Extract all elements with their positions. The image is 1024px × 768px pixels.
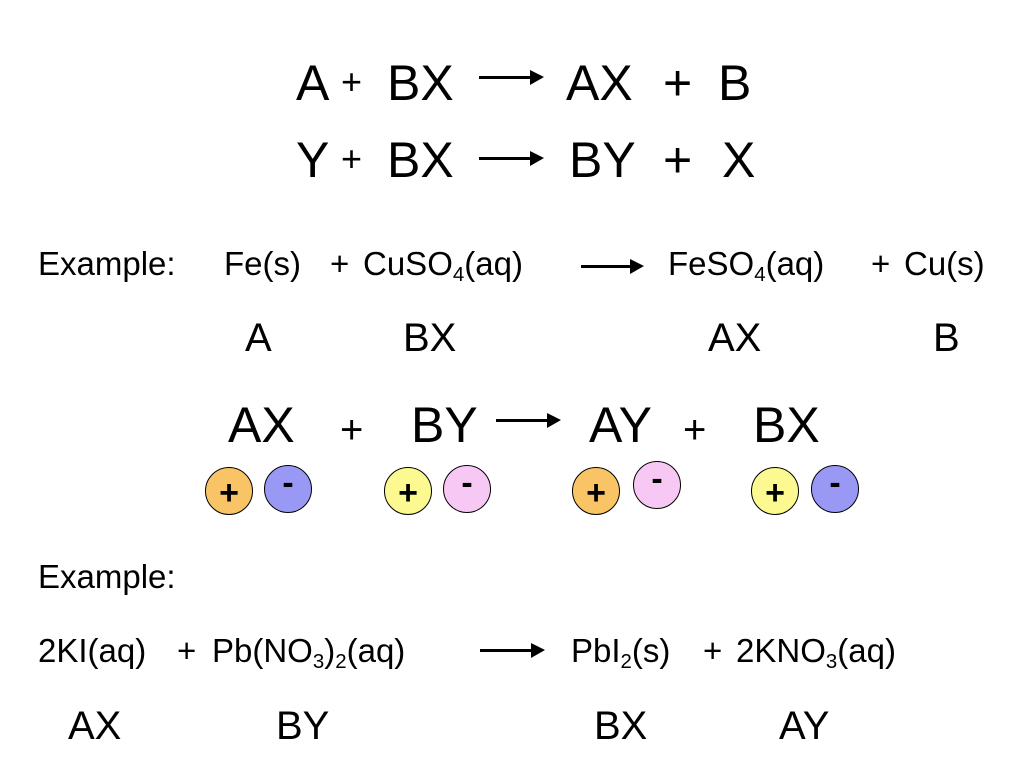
label-AX: AX bbox=[68, 704, 122, 748]
reaction-arrow bbox=[581, 259, 644, 274]
term-AX: AX bbox=[228, 397, 295, 453]
plus-sign: + bbox=[871, 245, 891, 282]
plus-sign: + bbox=[341, 138, 363, 179]
product-feso4: FeSO4(aq) bbox=[668, 245, 825, 287]
plus-sign: + bbox=[330, 245, 350, 282]
term-BY: BY bbox=[569, 132, 636, 188]
cation-B-circle: + bbox=[384, 467, 432, 515]
label-BY: BY bbox=[276, 704, 330, 748]
plus-sign: + bbox=[683, 408, 707, 452]
reaction-arrow bbox=[479, 151, 544, 166]
product-kno3: 2KNO3(aq) bbox=[736, 632, 896, 674]
label-BX: BX bbox=[594, 704, 648, 748]
reaction-arrow bbox=[479, 70, 544, 85]
term-X: X bbox=[722, 132, 756, 188]
anion-Y-circle: - bbox=[443, 464, 491, 513]
reactant-ki: 2KI(aq) bbox=[38, 632, 147, 669]
term-BX: BX bbox=[753, 397, 820, 453]
cation-A-circle: + bbox=[572, 467, 620, 515]
reactant-fe: Fe(s) bbox=[224, 245, 301, 282]
term-BX: BX bbox=[387, 55, 454, 111]
term-AY: AY bbox=[589, 397, 652, 453]
example-label: Example: bbox=[38, 558, 176, 595]
reaction-arrow bbox=[480, 643, 545, 658]
plus-sign: + bbox=[341, 61, 363, 102]
label-BX: BX bbox=[403, 316, 457, 360]
plus-sign: + bbox=[177, 632, 197, 669]
product-cu: Cu(s) bbox=[904, 245, 985, 282]
term-AX: AX bbox=[566, 55, 633, 111]
anion-X-circle: - bbox=[811, 464, 859, 513]
reactant-cuso4: CuSO4(aq) bbox=[363, 245, 523, 287]
anion-X-circle: - bbox=[264, 464, 312, 513]
term-Y: Y bbox=[296, 132, 330, 188]
product-pbi2: PbI2(s) bbox=[571, 632, 671, 674]
plus-sign: + bbox=[663, 132, 693, 188]
plus-sign: + bbox=[703, 632, 723, 669]
label-AX: AX bbox=[708, 316, 762, 360]
cation-B-circle: + bbox=[751, 467, 799, 515]
term-B: B bbox=[718, 55, 752, 111]
term-BY: BY bbox=[411, 397, 478, 453]
label-A: A bbox=[245, 316, 272, 360]
anion-Y-circle: - bbox=[633, 460, 681, 509]
label-B: B bbox=[933, 316, 960, 360]
example-label: Example: bbox=[38, 245, 176, 282]
term-BX: BX bbox=[387, 132, 454, 188]
plus-sign: + bbox=[663, 55, 693, 111]
plus-sign: + bbox=[340, 408, 364, 452]
reactant-pbno3: Pb(NO3)2(aq) bbox=[212, 632, 406, 674]
reaction-arrow bbox=[496, 413, 561, 428]
cation-A-circle: + bbox=[205, 467, 253, 515]
label-AY: AY bbox=[779, 704, 830, 748]
term-A: A bbox=[296, 55, 330, 111]
